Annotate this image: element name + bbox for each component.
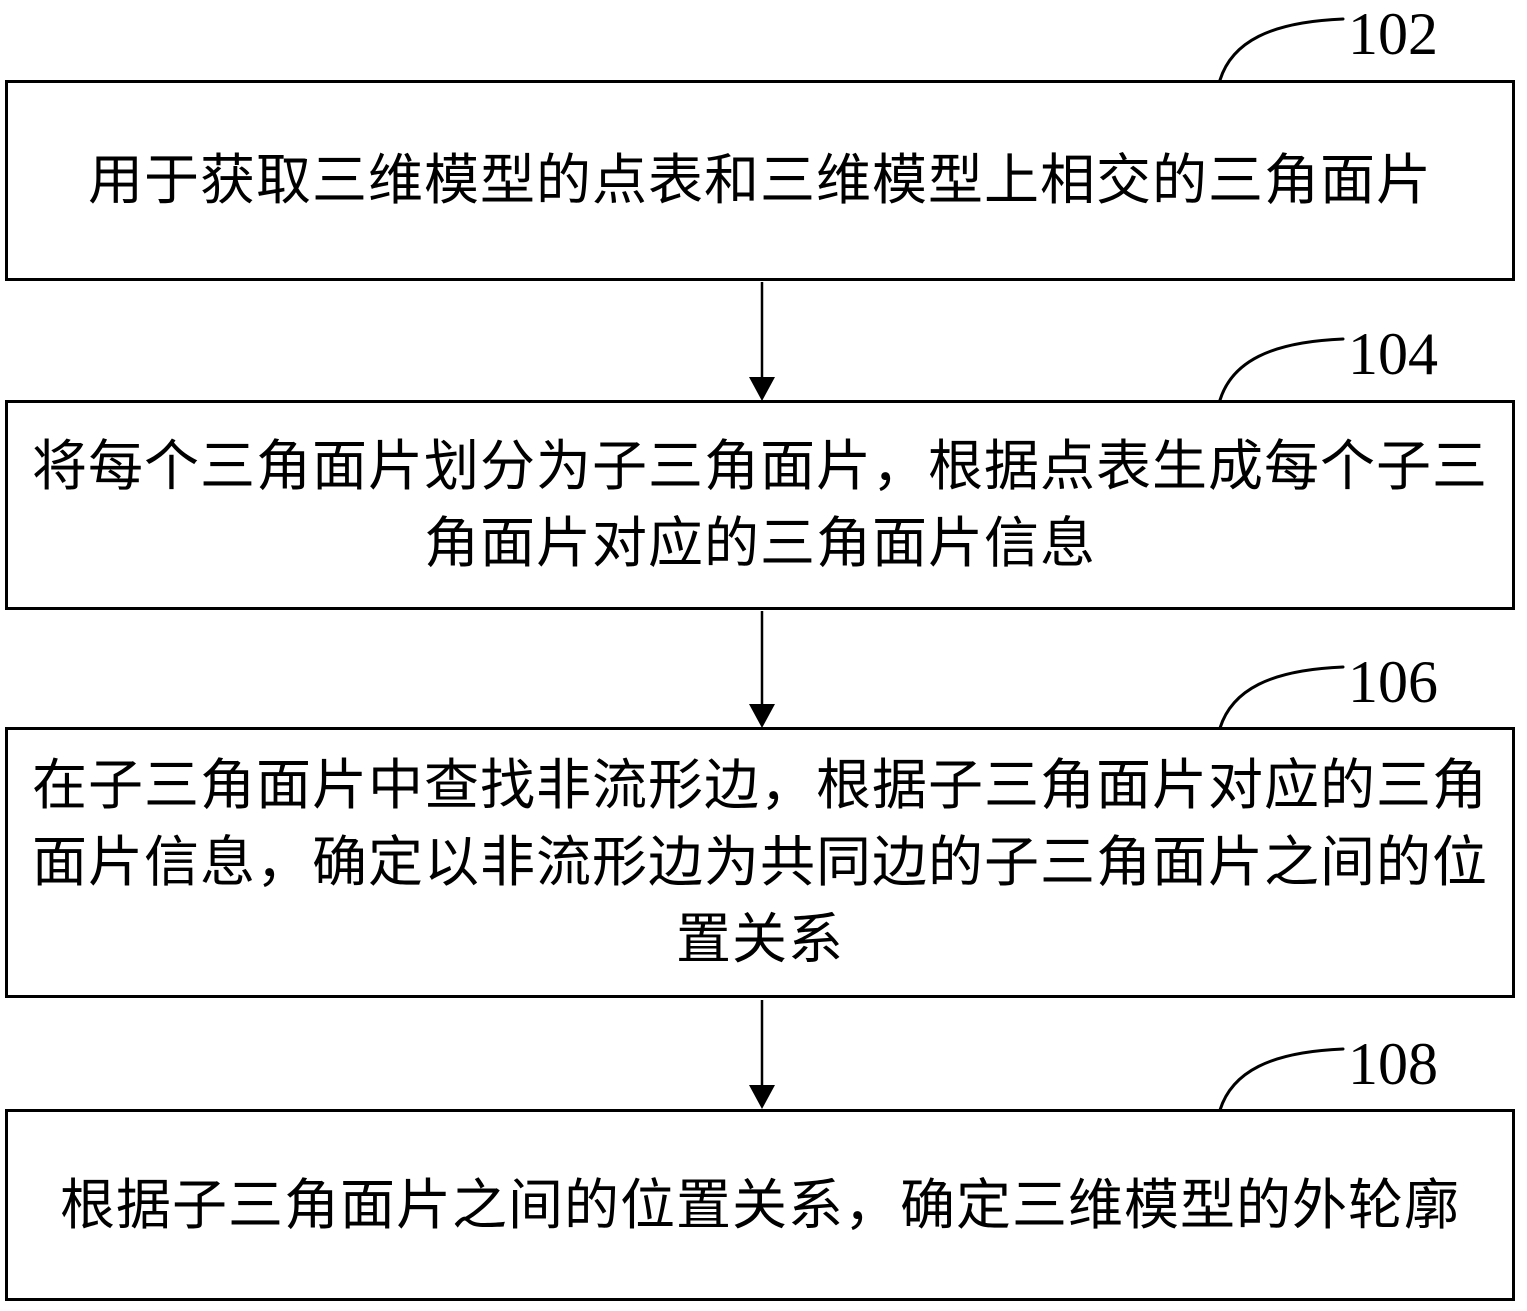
ref-label-108: 108 <box>1348 1031 1438 1097</box>
flow-arrow-2 <box>749 611 775 728</box>
ref-label-104: 104 <box>1348 321 1438 387</box>
arrow-down-icon <box>749 704 775 728</box>
leader-line-104 <box>1218 337 1345 402</box>
step-box-106: 在子三角面片中查找非流形边，根据子三角面片对应的三角面片信息，确定以非流形边为共… <box>5 727 1515 998</box>
flow-arrow-1 <box>749 282 775 401</box>
step-text-104: 将每个三角面片划分为子三角面片，根据点表生成每个子三角面片对应的三角面片信息 <box>31 434 1488 575</box>
ref-label-102: 102 <box>1348 1 1438 67</box>
step-box-102: 用于获取三维模型的点表和三维模型上相交的三角面片 <box>5 80 1515 281</box>
step-text-106: 在子三角面片中查找非流形边，根据子三角面片对应的三角面片信息，确定以非流形边为共… <box>31 753 1488 971</box>
ref-label-106: 106 <box>1348 649 1438 715</box>
leader-line-106 <box>1218 665 1345 730</box>
leader-line-108 <box>1218 1047 1345 1112</box>
arrow-down-icon <box>749 377 775 401</box>
step-text-108: 根据子三角面片之间的位置关系，确定三维模型的外轮廓 <box>59 1172 1460 1237</box>
step-box-108: 根据子三角面片之间的位置关系，确定三维模型的外轮廓 <box>5 1109 1515 1301</box>
leader-line-102 <box>1218 17 1345 82</box>
arrow-down-icon <box>749 1085 775 1109</box>
step-text-102: 用于获取三维模型的点表和三维模型上相交的三角面片 <box>87 148 1432 212</box>
step-box-104: 将每个三角面片划分为子三角面片，根据点表生成每个子三角面片对应的三角面片信息 <box>5 400 1515 610</box>
flow-arrow-3 <box>749 1000 775 1109</box>
